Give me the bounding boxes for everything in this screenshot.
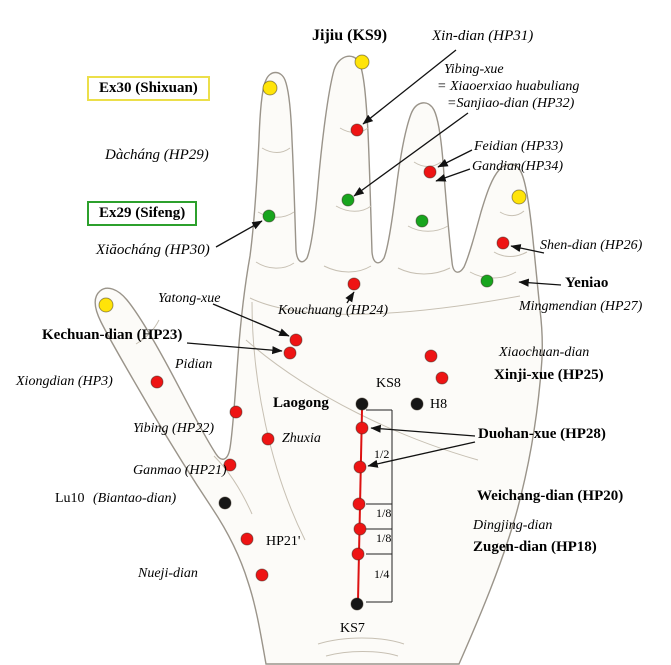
point-kechuan-dian xyxy=(283,346,297,360)
point-duohan-2 xyxy=(353,460,367,474)
arrow-gandian xyxy=(435,168,471,182)
label-h8: H8 xyxy=(430,397,448,412)
label-yibing-xue-line2: = Xiaoerxiao huabuliang xyxy=(437,79,580,94)
point-kouchuang xyxy=(347,277,361,291)
arrow-yatong-xue xyxy=(212,303,290,337)
label-duohan-xue-hp28: Duohan-xue (HP28) xyxy=(478,426,606,442)
arrow-shen-dian xyxy=(510,244,545,254)
label-yibing-xue-line1: Yibing-xue xyxy=(444,62,504,77)
label-zugen-dian-hp18: Zugen-dian (HP18) xyxy=(473,539,597,555)
label-ex29-sifeng: Ex29 (Sifeng) xyxy=(87,201,198,226)
arrow-xin-dian xyxy=(362,49,457,125)
label-laogong: Laogong xyxy=(273,395,329,411)
point-shixuan-index xyxy=(262,80,278,96)
label-fraction-2: 1/8 xyxy=(376,506,392,520)
label-fraction-4: 1/4 xyxy=(374,567,390,581)
label-ks7: KS7 xyxy=(340,621,365,636)
label-zhuxia: Zhuxia xyxy=(282,431,321,446)
point-sifeng-middle xyxy=(341,193,355,207)
point-duohan-5 xyxy=(351,547,365,561)
label-jijiu-ks9: Jijiu (KS9) xyxy=(312,27,388,44)
point-xiaochuan-dian xyxy=(424,349,438,363)
label-mingmendian-hp27: Mingmendian (HP27) xyxy=(519,299,643,314)
point-sifeng-ring xyxy=(415,214,429,228)
label-nueji-dian: Nueji-dian xyxy=(138,566,198,581)
label-yibing-xue-line3: =Sanjiao-dian (HP32) xyxy=(447,96,575,111)
label-yeniao: Yeniao xyxy=(565,275,609,291)
point-hp21-prime xyxy=(240,532,254,546)
point-xiongdian xyxy=(150,375,164,389)
arrow-xiaochang xyxy=(215,220,263,248)
point-duohan-1 xyxy=(355,421,369,435)
point-nueji-dian xyxy=(255,568,269,582)
label-xiongdian-hp3: Xiongdian (HP3) xyxy=(16,374,113,389)
point-sifeng-index xyxy=(262,209,276,223)
point-h8 xyxy=(410,397,424,411)
point-ks7 xyxy=(350,597,364,611)
label-xinji-xue-hp25: Xinji-xue (HP25) xyxy=(494,367,604,383)
label-xiaochuan-dian: Xiaochuan-dian xyxy=(499,345,590,360)
label-fraction-3: 1/8 xyxy=(376,531,392,545)
label-lu10: Lu10 xyxy=(55,491,85,506)
label-ganmao-hp21: Ganmao (HP21) xyxy=(133,463,227,478)
label-biantao-dian: (Biantao-dian) xyxy=(93,491,177,506)
point-xinji-xue xyxy=(435,371,449,385)
arrow-yeniao xyxy=(518,278,562,287)
label-xiaochang-hp30: Xiăocháng (HP30) xyxy=(96,242,210,258)
label-ex30-shixuan: Ex30 (Shixuan) xyxy=(87,76,210,101)
arrow-layer xyxy=(186,49,562,468)
label-shen-dian-hp26: Shen-dian (HP26) xyxy=(540,238,643,253)
label-ks8: KS8 xyxy=(376,376,401,391)
label-dingjing-dian: Dingjing-dian xyxy=(473,518,553,533)
point-ks8-laogong xyxy=(355,397,369,411)
label-dachang-hp29: Dàcháng (HP29) xyxy=(105,147,209,163)
label-yatong-xue: Yatong-xue xyxy=(158,291,221,306)
label-fraction-1: 1/2 xyxy=(374,447,390,461)
point-ks9-tip xyxy=(354,54,370,70)
label-gandian-hp34: Gandian(HP34) xyxy=(472,159,563,174)
label-xin-dian-hp31: Xin-dian (HP31) xyxy=(432,28,534,44)
label-weichang-dian-hp20: Weichang-dian (HP20) xyxy=(477,488,624,504)
arrow-duohan-a xyxy=(370,424,476,437)
points-layer xyxy=(98,54,527,611)
point-lu10 xyxy=(218,496,232,510)
point-pidian xyxy=(229,405,243,419)
point-xin-dian xyxy=(350,123,364,137)
point-yibing-hp22 xyxy=(223,458,237,472)
hand-outline xyxy=(94,55,544,665)
label-pidian: Pidian xyxy=(175,357,213,372)
point-feidian xyxy=(423,165,437,179)
point-yatong-xue xyxy=(289,333,303,347)
label-hp21-prime: HP21' xyxy=(266,534,301,549)
label-yibing-hp22: Yibing (HP22) xyxy=(133,421,215,436)
arrow-yibing-xue xyxy=(353,112,469,197)
point-shixuan-thumb xyxy=(98,297,114,313)
point-shen-dian xyxy=(496,236,510,250)
point-zhuxia xyxy=(261,432,275,446)
point-duohan-3 xyxy=(352,497,366,511)
point-mingmendian xyxy=(480,274,494,288)
point-shixuan-little xyxy=(511,189,527,205)
arrow-kechuan-dian xyxy=(186,342,283,355)
label-kechuan-dian-hp23: Kechuan-dian (HP23) xyxy=(42,327,183,343)
arrow-kouchuang xyxy=(345,291,355,304)
arrow-feidian xyxy=(437,149,473,168)
arrow-duohan-b xyxy=(367,441,476,468)
label-kouchuang-hp24: Kouchuang (HP24) xyxy=(278,303,389,318)
label-feidian-hp33: Feidian (HP33) xyxy=(474,139,564,154)
point-duohan-4 xyxy=(353,522,367,536)
